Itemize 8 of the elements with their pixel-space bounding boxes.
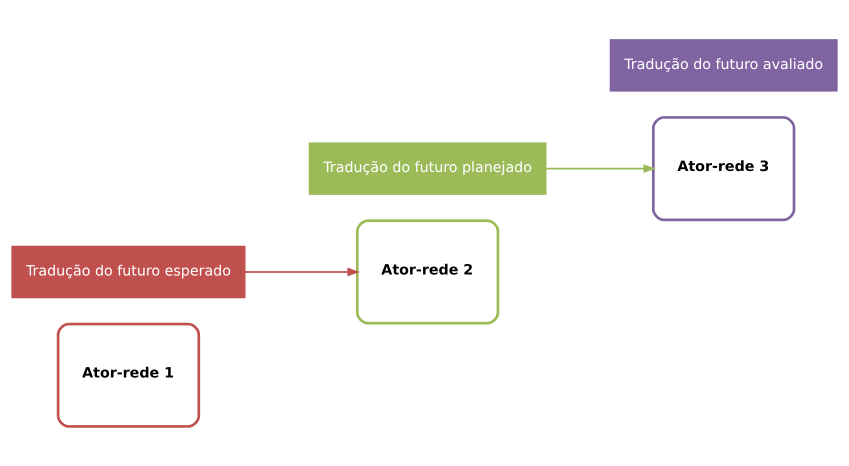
node-box: Tradução do futuro planejado xyxy=(308,142,546,195)
arrow xyxy=(245,268,360,276)
node-box: Ator-rede 3 xyxy=(652,116,796,222)
node-box: Tradução do futuro esperado xyxy=(11,246,246,298)
arrow xyxy=(546,164,656,174)
node-box: Ator-rede 2 xyxy=(356,219,500,324)
node-box: Ator-rede 1 xyxy=(56,322,200,428)
node-box: Tradução do futuro avaliado xyxy=(610,39,838,92)
